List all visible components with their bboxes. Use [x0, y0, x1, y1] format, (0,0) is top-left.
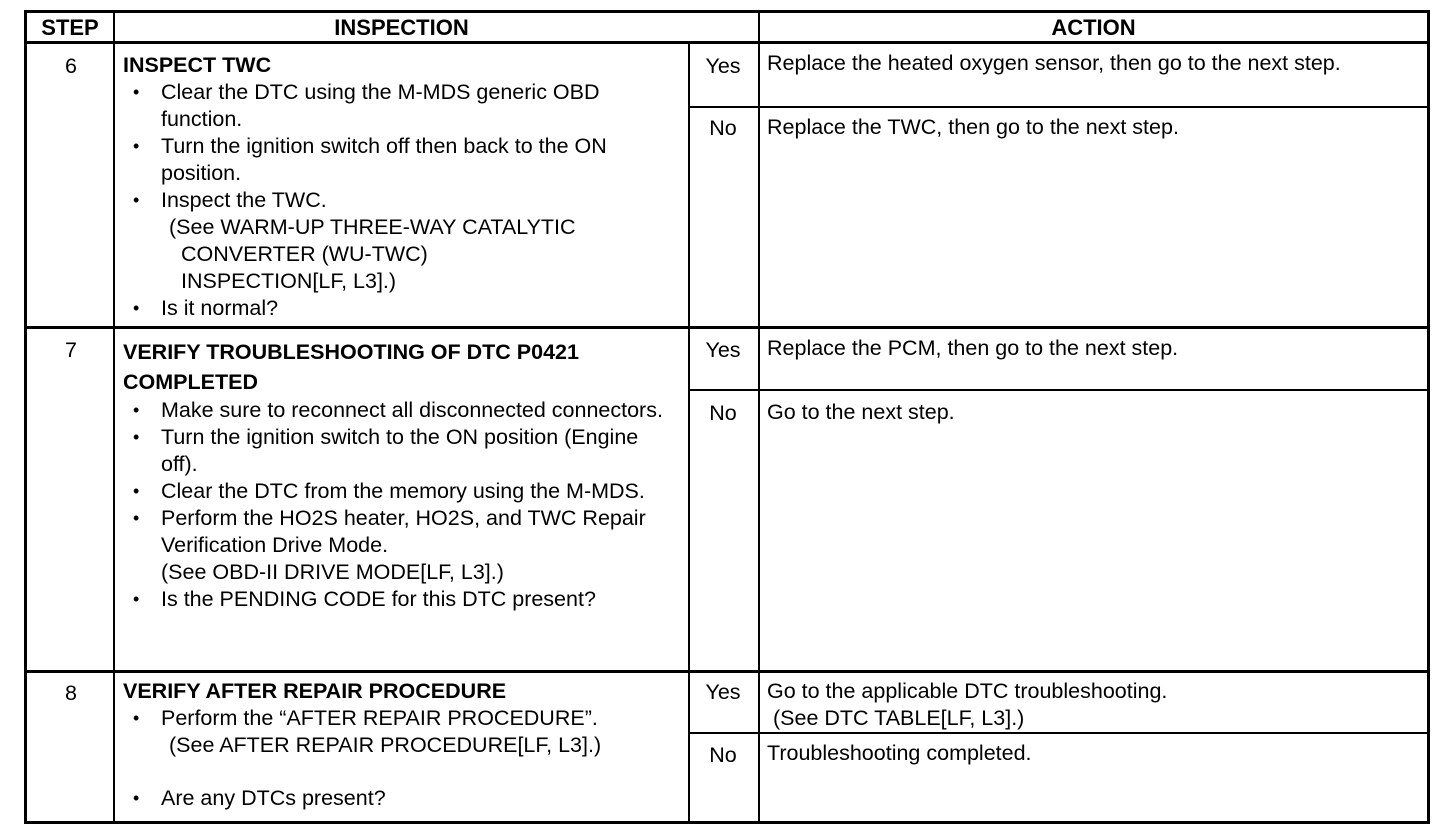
question-item: Is the PENDING CODE for this DTC present… [123, 586, 671, 613]
row8-yes-no-divider [688, 732, 1427, 734]
step-title: VERIFY TROUBLESHOOTING OF DTC P0421 COMP… [123, 340, 579, 394]
header-step: STEP [41, 15, 99, 40]
step-number: 6 [65, 54, 77, 78]
reference-text: (See DTC TABLE[LF, L3].) [773, 706, 1025, 730]
header-divider [27, 41, 1427, 44]
bullet-item: Clear the DTC from the memory using the … [123, 478, 671, 505]
reference-text: (See AFTER REPAIR PROCEDURE[LF, L3].) [169, 733, 602, 757]
reference-text: (See WARM-UP THREE-WAY CATALYTIC [169, 215, 576, 239]
no-action: Troubleshooting completed. [767, 741, 1032, 765]
reference-text: (See OBD-II DRIVE MODE[LF, L3].) [161, 560, 504, 584]
yes-action: Replace the PCM, then go to the next ste… [767, 336, 1179, 360]
no-label: No [709, 116, 737, 140]
bullet-item: Inspect the TWC. [123, 187, 683, 214]
question-item: Is it normal? [123, 295, 683, 322]
inspection-table: STEP INSPECTION ACTION 6 INSPECT TWC Cle… [24, 10, 1430, 824]
header-action: ACTION [1051, 15, 1136, 40]
yes-label: Yes [705, 338, 741, 362]
action-column-divider [758, 13, 760, 821]
no-label: No [709, 401, 737, 425]
no-action: Replace the TWC, then go to the next ste… [767, 115, 1179, 139]
row-divider-7-8 [27, 670, 1427, 673]
question-item: Are any DTCs present? [123, 785, 683, 812]
bullet-item: Perform the “AFTER REPAIR PROCEDURE”. [123, 705, 683, 732]
step-title: VERIFY AFTER REPAIR PROCEDURE [123, 679, 507, 703]
reference-text: INSPECTION[LF, L3].) [181, 269, 397, 293]
yes-label: Yes [705, 54, 741, 78]
step-number: 8 [65, 681, 77, 705]
step-title: INSPECT TWC [123, 53, 272, 77]
inspection-cell-7: VERIFY TROUBLESHOOTING OF DTC P0421 COMP… [123, 337, 671, 613]
bullet-item: Perform the HO2S heater, HO2S, and TWC R… [123, 505, 671, 559]
no-label: No [709, 743, 737, 767]
no-action: Go to the next step. [767, 400, 955, 424]
yes-label: Yes [705, 680, 741, 704]
step-number: 7 [65, 338, 77, 362]
row-divider-6-7 [27, 326, 1427, 329]
yes-action-text: Go to the applicable DTC troubleshooting… [767, 679, 1168, 703]
reference-text: CONVERTER (WU-TWC) [181, 242, 428, 266]
yes-action: Replace the heated oxygen sensor, then g… [767, 51, 1341, 75]
inspection-cell-6: INSPECT TWC Clear the DTC using the M-MD… [123, 52, 683, 322]
bullet-item: Turn the ignition switch to the ON posit… [123, 424, 671, 478]
bullet-item: Make sure to reconnect all disconnected … [123, 397, 671, 424]
step-column-divider [113, 13, 115, 821]
inspection-cell-8: VERIFY AFTER REPAIR PROCEDURE Perform th… [123, 678, 683, 812]
bullet-item: Turn the ignition switch off then back t… [123, 133, 683, 187]
header-inspection: INSPECTION [334, 15, 469, 40]
yesno-column-divider [688, 43, 690, 821]
bullet-item: Clear the DTC using the M-MDS generic OB… [123, 79, 683, 133]
row6-yes-no-divider [688, 106, 1427, 108]
yes-action: Go to the applicable DTC troubleshooting… [767, 678, 1407, 732]
row7-yes-no-divider [688, 389, 1427, 391]
